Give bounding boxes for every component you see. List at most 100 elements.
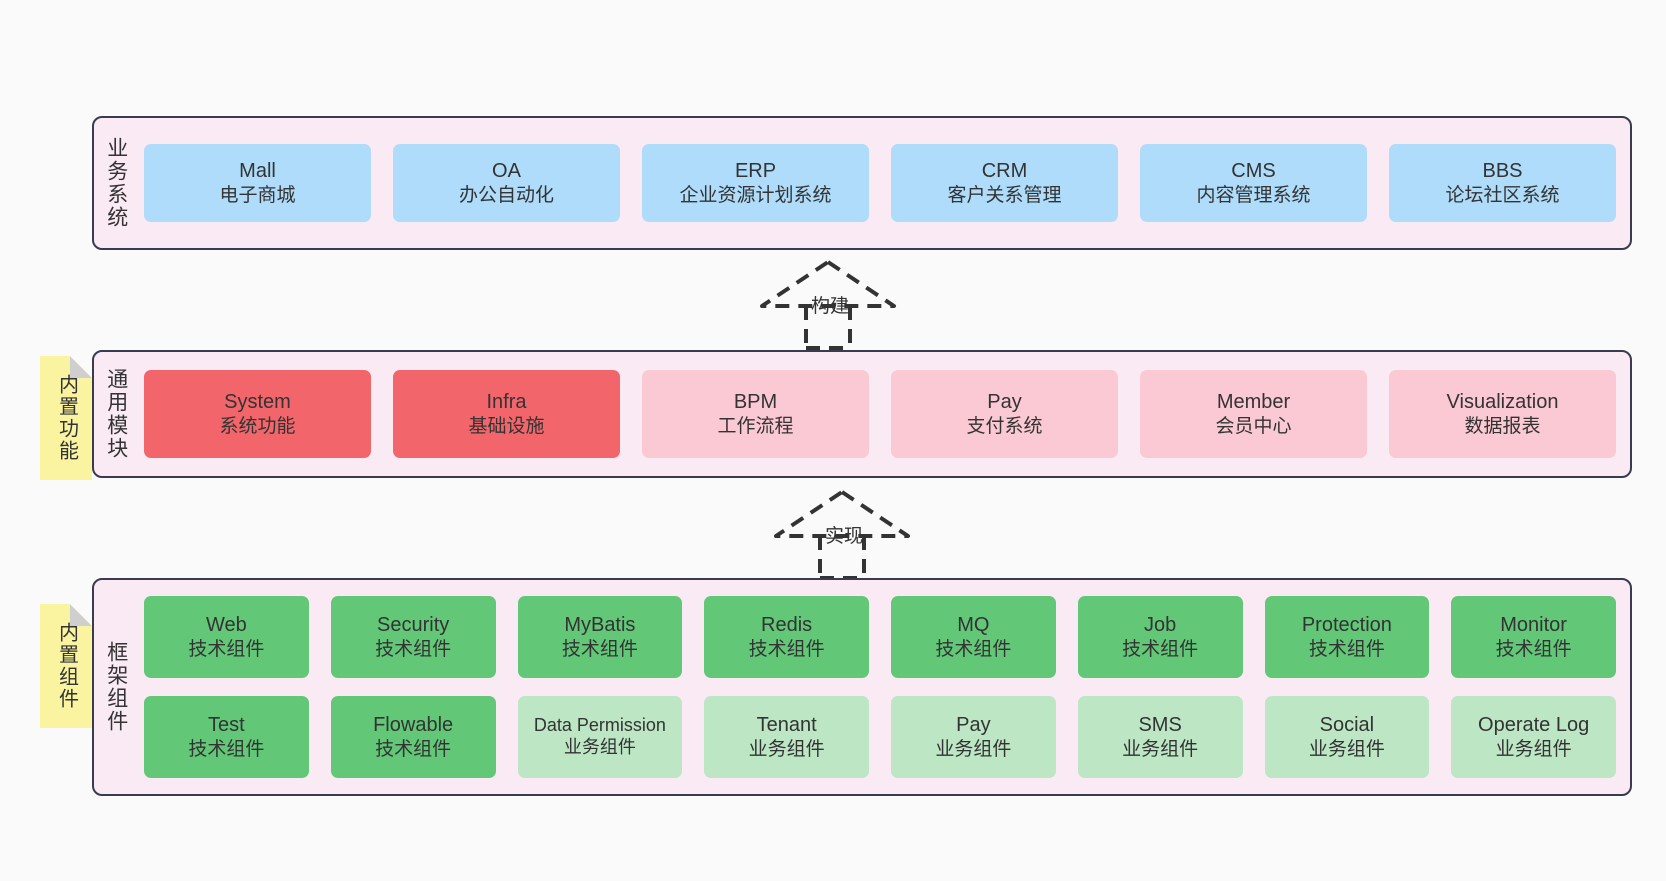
layer-framework: 框架组件 Web 技术组件 Security 技术组件 MyBatis 技术组件…	[92, 578, 1632, 796]
box-protection-subtitle: 技术组件	[1308, 638, 1385, 660]
box-pay-component-subtitle: 业务组件	[935, 738, 1012, 760]
box-social[interactable]: Social 业务组件	[1264, 696, 1430, 778]
box-bbs-subtitle: 论坛社区系统	[1445, 184, 1560, 206]
box-crm-title: CRM	[981, 160, 1028, 183]
layer-business: 业务系统 Mall 电子商城 OA 办公自动化 ERP 企业资源计划系统 CRM…	[92, 116, 1632, 250]
box-cms[interactable]: CMS 内容管理系统	[1140, 144, 1367, 222]
box-pay-subtitle: 支付系统	[966, 415, 1043, 437]
note-builtin-components-label: 内置组件	[55, 622, 78, 710]
connector-implement: 实现	[772, 488, 912, 580]
box-visualization[interactable]: Visualization 数据报表	[1389, 370, 1616, 458]
connector-build: 构建	[758, 258, 898, 350]
box-tenant-subtitle: 业务组件	[748, 738, 825, 760]
note-builtin-functions: 内置功能	[40, 356, 92, 480]
box-infra-subtitle: 基础设施	[468, 415, 545, 437]
box-flowable-title: Flowable	[373, 714, 454, 737]
layer-modules-body: System 系统功能 Infra 基础设施 BPM 工作流程 Pay 支付系统…	[138, 352, 1630, 476]
box-system-subtitle: 系统功能	[219, 415, 296, 437]
box-bpm-title: BPM	[733, 391, 778, 414]
box-system[interactable]: System 系统功能	[144, 370, 371, 458]
box-redis-title: Redis	[761, 614, 813, 637]
box-mybatis-subtitle: 技术组件	[561, 638, 638, 660]
box-pay[interactable]: Pay 支付系统	[891, 370, 1118, 458]
box-pay-component[interactable]: Pay 业务组件	[891, 696, 1056, 778]
box-monitor[interactable]: Monitor 技术组件	[1451, 596, 1616, 678]
box-pay-component-title: Pay	[956, 714, 991, 737]
box-member[interactable]: Member 会员中心	[1140, 370, 1367, 458]
box-flowable-subtitle: 技术组件	[375, 738, 452, 760]
box-web[interactable]: Web 技术组件	[144, 596, 309, 678]
box-bbs[interactable]: BBS 论坛社区系统	[1389, 144, 1616, 222]
box-mybatis-title: MyBatis	[564, 614, 636, 637]
box-protection[interactable]: Protection 技术组件	[1264, 596, 1430, 678]
box-bbs-title: BBS	[1482, 160, 1523, 183]
layer-framework-title: 框架组件	[104, 641, 128, 733]
box-cms-subtitle: 内容管理系统	[1196, 184, 1311, 206]
box-test-subtitle: 技术组件	[188, 738, 265, 760]
box-member-title: Member	[1216, 391, 1291, 414]
box-mall-title: Mall	[239, 160, 276, 183]
note-builtin-components: 内置组件	[40, 604, 92, 728]
box-mybatis[interactable]: MyBatis 技术组件	[517, 596, 683, 678]
box-oa-subtitle: 办公自动化	[458, 184, 554, 206]
box-erp-title: ERP	[734, 160, 777, 183]
box-redis[interactable]: Redis 技术组件	[704, 596, 869, 678]
box-data-permission-title: Data Permission	[533, 715, 666, 736]
box-web-title: Web	[205, 614, 247, 637]
box-security-subtitle: 技术组件	[375, 638, 452, 660]
box-sms-subtitle: 业务组件	[1122, 738, 1199, 760]
box-security[interactable]: Security 技术组件	[330, 596, 496, 678]
business-row: Mall 电子商城 OA 办公自动化 ERP 企业资源计划系统 CRM 客户关系…	[144, 144, 1616, 222]
box-oa-title: OA	[492, 160, 521, 183]
box-social-title: Social	[1319, 714, 1375, 737]
box-flowable[interactable]: Flowable 技术组件	[330, 696, 496, 778]
box-test-title: Test	[208, 714, 245, 737]
box-oa[interactable]: OA 办公自动化	[393, 144, 620, 222]
modules-row: System 系统功能 Infra 基础设施 BPM 工作流程 Pay 支付系统…	[144, 370, 1616, 458]
box-operate-log-subtitle: 业务组件	[1495, 738, 1572, 760]
box-sms[interactable]: SMS 业务组件	[1077, 696, 1243, 778]
box-tenant-title: Tenant	[756, 714, 817, 737]
box-redis-subtitle: 技术组件	[748, 638, 825, 660]
box-crm-subtitle: 客户关系管理	[947, 184, 1062, 206]
box-operate-log[interactable]: Operate Log 业务组件	[1451, 696, 1616, 778]
box-member-subtitle: 会员中心	[1215, 415, 1292, 437]
box-visualization-subtitle: 数据报表	[1464, 415, 1541, 437]
box-data-permission[interactable]: Data Permission 业务组件	[517, 696, 683, 778]
box-visualization-title: Visualization	[1446, 391, 1559, 414]
box-bpm-subtitle: 工作流程	[717, 415, 794, 437]
box-monitor-title: Monitor	[1500, 614, 1567, 637]
box-monitor-subtitle: 技术组件	[1495, 638, 1572, 660]
box-infra[interactable]: Infra 基础设施	[393, 370, 620, 458]
box-data-permission-subtitle: 业务组件	[563, 737, 636, 757]
box-job[interactable]: Job 技术组件	[1077, 596, 1243, 678]
framework-row-technical: Web 技术组件 Security 技术组件 MyBatis 技术组件 Redi…	[144, 596, 1616, 678]
box-social-subtitle: 业务组件	[1308, 738, 1385, 760]
box-test[interactable]: Test 技术组件	[144, 696, 309, 778]
layer-business-body: Mall 电子商城 OA 办公自动化 ERP 企业资源计划系统 CRM 客户关系…	[138, 118, 1630, 248]
box-bpm[interactable]: BPM 工作流程	[642, 370, 869, 458]
connector-implement-label: 实现	[825, 526, 864, 547]
box-erp-subtitle: 企业资源计划系统	[679, 184, 832, 206]
box-protection-title: Protection	[1301, 614, 1392, 637]
box-tenant[interactable]: Tenant 业务组件	[704, 696, 869, 778]
box-mq-title: MQ	[957, 614, 990, 637]
box-web-subtitle: 技术组件	[188, 638, 265, 660]
layer-framework-body: Web 技术组件 Security 技术组件 MyBatis 技术组件 Redi…	[138, 580, 1630, 794]
box-crm[interactable]: CRM 客户关系管理	[891, 144, 1118, 222]
note-builtin-functions-label: 内置功能	[55, 374, 78, 462]
box-operate-log-title: Operate Log	[1478, 714, 1590, 737]
layer-modules: 通用模块 System 系统功能 Infra 基础设施 BPM 工作流程 Pay…	[92, 350, 1632, 478]
box-system-title: System	[224, 391, 291, 414]
box-infra-title: Infra	[486, 391, 527, 414]
box-mall[interactable]: Mall 电子商城	[144, 144, 371, 222]
box-mq[interactable]: MQ 技术组件	[891, 596, 1056, 678]
framework-row-business: Test 技术组件 Flowable 技术组件 Data Permission …	[144, 696, 1616, 778]
connector-build-label: 构建	[811, 296, 850, 317]
box-mall-subtitle: 电子商城	[219, 184, 296, 206]
box-mq-subtitle: 技术组件	[935, 638, 1012, 660]
connector-build-arrow	[760, 260, 896, 350]
box-job-title: Job	[1144, 614, 1177, 637]
box-erp[interactable]: ERP 企业资源计划系统	[642, 144, 869, 222]
